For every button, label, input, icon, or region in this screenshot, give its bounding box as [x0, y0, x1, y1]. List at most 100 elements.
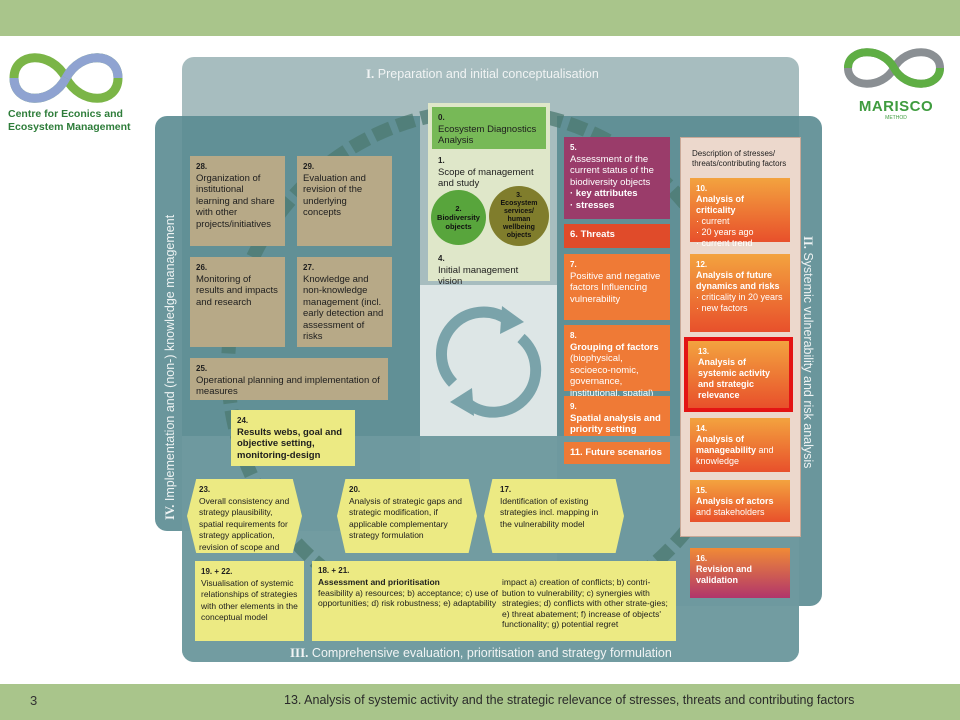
step-0-box: 0. Ecosystem Diagnostics Analysis: [432, 107, 546, 149]
step-7-box: 7. Positive and negative factors Influen…: [564, 254, 670, 320]
step-18-21-number: 18. + 21.: [318, 566, 350, 575]
step-17-box: 17. Identification of existing strategie…: [484, 479, 624, 553]
org-name-line-2: Ecosystem Management: [8, 121, 131, 133]
step-5-bullet-2: · stresses: [570, 199, 615, 211]
step-4-box: 4. Initial management vision: [432, 248, 548, 287]
step-28-box: 28. Organization of institutional learni…: [190, 156, 285, 246]
page-number: 3: [30, 693, 38, 708]
step-11-box: 11. Future scenarios: [564, 442, 670, 464]
step-9-box: 9. Spatial analysis and priority setting: [564, 396, 670, 436]
step-13-tail: and strategic relevance: [698, 379, 755, 400]
org-name: Centre for Econics and Ecosystem Managem…: [8, 108, 131, 134]
step-15-text: Analysis of actors: [696, 496, 774, 506]
step-5-box: 5. Assessment of the current status of t…: [564, 137, 670, 219]
step-11-number: 11.: [570, 447, 583, 458]
phase-1-title: I. Preparation and initial conceptualisa…: [366, 66, 599, 82]
step-28-text: Organization of institutional learning a…: [196, 172, 275, 230]
phase-1-roman: I.: [366, 66, 375, 81]
step-25-number: 25.: [196, 364, 208, 373]
step-16-box: 16. Revision and validation: [690, 548, 790, 598]
step-12-bullet-2: · new factors: [696, 303, 748, 313]
step-26-number: 26.: [196, 263, 208, 272]
step-5-bullet-1: · key attributes: [570, 188, 638, 199]
step-1-number: 1.: [438, 156, 445, 165]
step-18-21-feasibility: feasibility a) resources; b) acceptance;…: [318, 587, 498, 609]
step-13-number: 13.: [698, 347, 710, 356]
step-24-number: 24.: [237, 416, 249, 425]
step-4-number: 4.: [438, 254, 445, 263]
phase-3-title: III. Comprehensive evaluation, prioritis…: [290, 645, 672, 661]
phase-2-title: II. Systemic vulnerability and risk anal…: [800, 236, 815, 496]
step-1-text: Scope of management and study: [438, 166, 534, 190]
step-27-box: 27. Knowledge and non-knowledge manageme…: [297, 257, 392, 347]
step-16-number: 16.: [696, 554, 708, 563]
highlighted-step-13[interactable]: [684, 337, 793, 412]
step-19-22-text: Visualisation of systemic relationships …: [201, 577, 298, 623]
step-2-circle: 2. Biodiversity objects: [431, 190, 486, 245]
marisco-logo-subtext: METHOD: [885, 115, 907, 121]
step-8-subtext: (biophysical, socioeco-nomic, governance…: [570, 353, 654, 399]
step-25-box: 25. Operational planning and implementat…: [190, 358, 388, 400]
step-6-box: 6. Threats: [564, 224, 670, 248]
step-3-number: 3.: [516, 192, 522, 199]
step-5-number: 5.: [570, 143, 577, 152]
org-name-line-1: Centre for Econics and: [8, 108, 123, 120]
step-17-number: 17.: [500, 485, 512, 494]
step-20-number: 20.: [349, 485, 361, 494]
step-12-text: Analysis of future dynamics and risks: [696, 270, 780, 291]
step-9-number: 9.: [570, 402, 577, 411]
step-29-box: 29. Evaluation and revision of the under…: [297, 156, 392, 246]
step-14-text: Analysis of manageability: [696, 434, 757, 455]
step-20-box: 20. Analysis of strategic gaps and strat…: [337, 479, 477, 553]
stress-description-label: Description of stresses/ threats/contrib…: [692, 149, 787, 168]
step-13-box: 13. Analysis of systemic activity and st…: [692, 341, 786, 407]
phase-2-label: Systemic vulnerability and risk analysis: [801, 252, 815, 469]
step-26-text: Monitoring of results and impacts and re…: [196, 273, 278, 308]
step-3-text: Ecosystem services/ human wellbeing obje…: [500, 200, 538, 239]
step-19-22-box: 19. + 22. Visualisation of systemic rela…: [195, 561, 304, 641]
step-8-text: Grouping of factors: [570, 341, 659, 353]
phase-3-roman: III.: [290, 645, 309, 660]
step-4-text: Initial management vision: [438, 264, 519, 288]
step-24-box: 24. Results webs, goal and objective set…: [231, 410, 355, 466]
step-23-text: Overall consistency and strategy plausib…: [199, 495, 290, 552]
step-29-text: Evaluation and revision of the underlyin…: [303, 172, 366, 219]
step-8-box: 8. Grouping of factors (biophysical, soc…: [564, 325, 670, 399]
step-26-box: 26. Monitoring of results and impacts an…: [190, 257, 285, 347]
step-23-number: 23.: [199, 485, 211, 494]
step-6-number: 6.: [570, 229, 578, 240]
phase-4-title: IV. Implementation and (non-) knowledge …: [163, 180, 178, 520]
step-18-21-title: Assessment and prioritisation: [318, 577, 440, 587]
step-0-text: Ecosystem Diagnostics Analysis: [438, 123, 537, 147]
phase-4-label: Implementation and (non-) knowledge mana…: [163, 214, 177, 502]
step-2-text: Biodiversity objects: [437, 213, 480, 231]
step-10-text: Analysis of criticality: [696, 194, 745, 215]
footer-bar: [0, 684, 960, 720]
step-14-number: 14.: [696, 424, 708, 433]
step-9-text: Spatial analysis and priority setting: [570, 412, 661, 436]
step-15-number: 15.: [696, 486, 708, 495]
step-25-text: Operational planning and implementation …: [196, 374, 380, 398]
step-10-bullet-3: · current trend: [696, 238, 753, 248]
step-10-number: 10.: [696, 184, 708, 193]
phase-4-roman: IV.: [163, 504, 177, 520]
header-bar: [0, 0, 960, 36]
step-7-number: 7.: [570, 260, 577, 269]
step-27-text: Knowledge and non-knowledge management (…: [303, 273, 384, 343]
step-18-21-impact: impact a) creation of conflicts; b) cont…: [502, 577, 668, 629]
step-6-text: Threats: [580, 229, 615, 240]
step-2-number: 2.: [455, 204, 462, 213]
step-5-text: Assessment of the current status of the …: [570, 153, 654, 188]
marisco-logo-text: MARISCO: [858, 98, 934, 115]
step-10-box: 10. Analysis of criticality · current · …: [690, 178, 790, 248]
step-24-text: Results webs, goal and objective setting…: [237, 426, 343, 461]
step-12-number: 12.: [696, 260, 708, 269]
step-8-number: 8.: [570, 331, 577, 340]
step-7-text: Positive and negative factors Influencin…: [570, 270, 661, 305]
step-12-box: 12. Analysis of future dynamics and risk…: [690, 254, 790, 332]
step-29-number: 29.: [303, 162, 315, 171]
step-23-box: 23. Overall consistency and strategy pla…: [187, 479, 302, 553]
step-10-bullet-2: · 20 years ago: [696, 227, 754, 237]
econics-logo-icon: [9, 53, 123, 103]
step-11-text: Future scenarios: [585, 447, 662, 458]
